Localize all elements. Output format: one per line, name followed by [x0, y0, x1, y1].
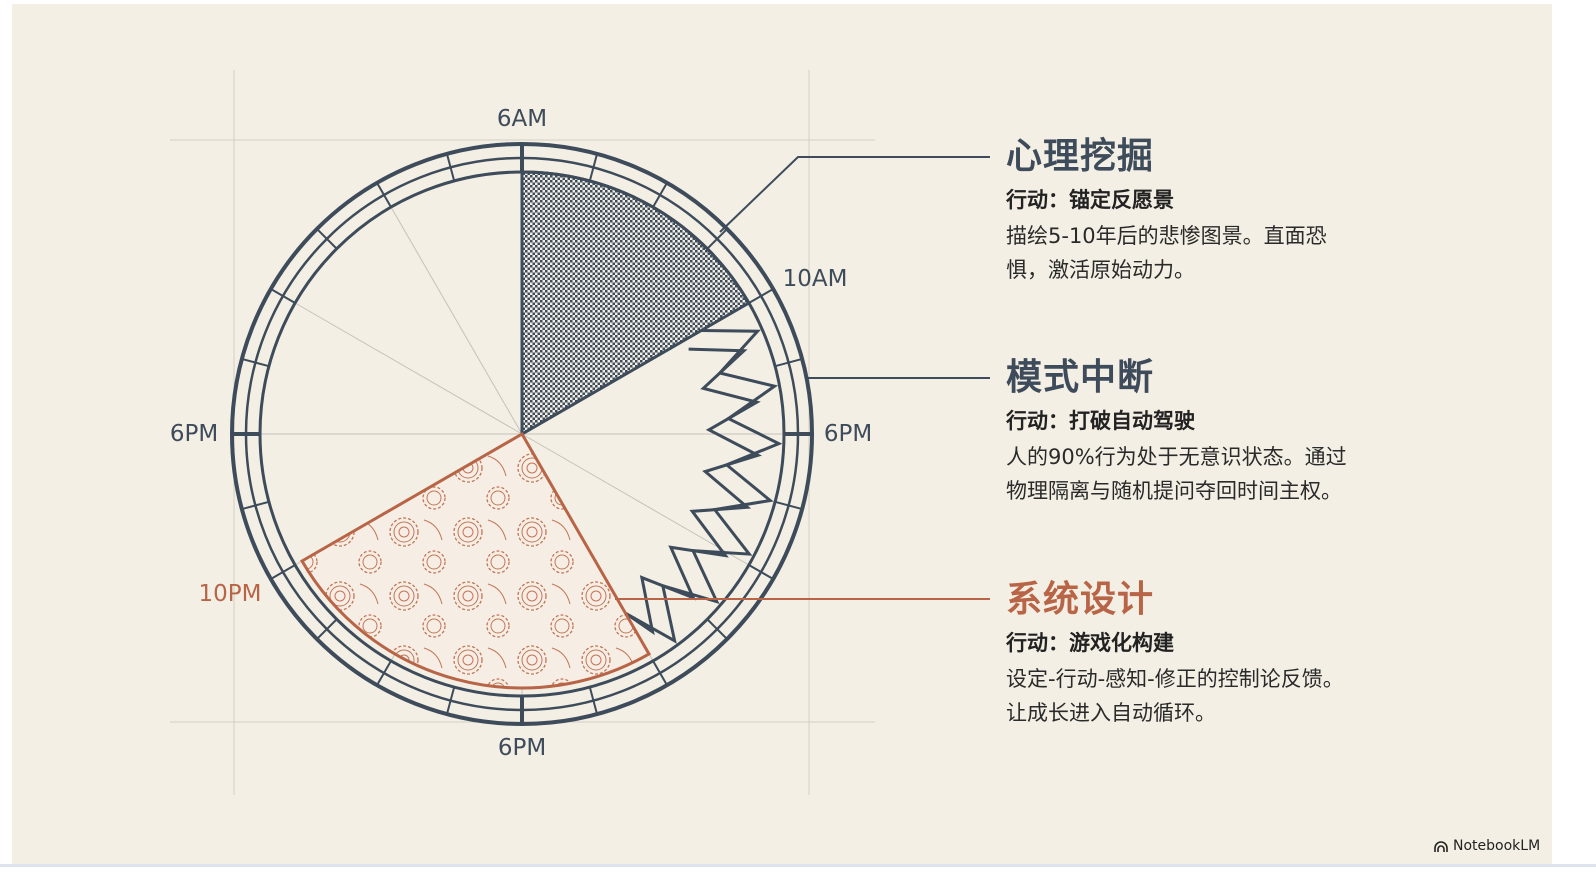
segment-title: 模式中断	[1006, 357, 1155, 398]
segment-action: 行动：锚定反愿景	[1006, 188, 1174, 212]
clock-tick	[588, 153, 599, 182]
segment-title: 心理挖掘	[1006, 136, 1155, 177]
segment-title: 系统设计	[1006, 579, 1155, 620]
segment-psychological-digging: 心理挖掘 行动：锚定反愿景 描绘5-10年后的悲惨图景。直面恐惧，激活原始动力。	[1006, 135, 1426, 287]
radial-guide	[521, 433, 750, 566]
callout-line	[719, 156, 990, 233]
zigzag-pattern	[606, 347, 762, 636]
clock-tick	[774, 357, 803, 368]
clock-tick	[748, 288, 774, 304]
clock-tick	[652, 182, 668, 208]
clock-tick	[270, 288, 296, 304]
window-edge	[0, 864, 1596, 867]
clock-tick	[774, 500, 803, 511]
crosshatch-wedge	[520, 170, 751, 437]
label-6am: 6AM	[496, 106, 548, 132]
clock-tick	[316, 228, 338, 250]
clock-tick	[241, 500, 270, 511]
body-line: 人的90%行为处于无意识状态。通过	[1006, 445, 1347, 469]
body-line: 让成长进入自动循环。	[1006, 701, 1216, 725]
segment-body: 人的90%行为处于无意识状态。通过物理隔离与随机提问夺回时间主权。	[1006, 440, 1426, 508]
segment-body: 描绘5-10年后的悲惨图景。直面恐惧，激活原始动力。	[1006, 219, 1426, 287]
clock-tick	[706, 618, 728, 640]
body-line: 描绘5-10年后的悲惨图景。直面恐	[1006, 224, 1327, 248]
clock-tick	[270, 564, 296, 580]
brand-badge: NotebookLM	[1434, 838, 1540, 854]
segment-action: 行动：打破自动驾驶	[1006, 409, 1195, 433]
label-6pm-left: 6PM	[169, 421, 219, 447]
notebooklm-logo-icon	[1434, 840, 1448, 852]
radial-guide	[294, 302, 523, 435]
body-line: 物理隔离与随机提问夺回时间主权。	[1006, 479, 1342, 503]
clock-tick	[445, 153, 456, 182]
radial-guide	[390, 206, 523, 435]
segment-body: 设定-行动-感知-修正的控制论反馈。让成长进入自动循环。	[1006, 662, 1426, 730]
label-10am: 10AM	[782, 266, 848, 292]
zigzag-pattern	[624, 329, 783, 644]
clock-tick	[706, 228, 728, 250]
brand-name: NotebookLM	[1453, 838, 1541, 854]
clock-tick	[445, 686, 456, 715]
segment-action: 行动：游戏化构建	[1006, 631, 1174, 655]
clock-tick	[376, 660, 392, 686]
body-line: 惧，激活原始动力。	[1006, 258, 1195, 282]
clock-tick	[588, 686, 599, 715]
segment-system-design: 系统设计 行动：游戏化构建 设定-行动-感知-修正的控制论反馈。让成长进入自动循…	[1006, 578, 1426, 730]
label-6pm-bottom: 6PM	[497, 735, 547, 761]
body-line: 设定-行动-感知-修正的控制论反馈。	[1006, 667, 1344, 691]
label-10pm: 10PM	[198, 581, 262, 607]
clock-tick	[748, 564, 774, 580]
clock-tick	[316, 618, 338, 640]
segment-pattern-interrupt: 模式中断 行动：打破自动驾驶 人的90%行为处于无意识状态。通过物理隔离与随机提…	[1006, 356, 1426, 508]
clock-tick	[652, 660, 668, 686]
clock-tick	[241, 357, 270, 368]
label-6pm-right: 6PM	[823, 421, 873, 447]
clock-tick	[376, 182, 392, 208]
gears-wedge	[299, 431, 652, 690]
